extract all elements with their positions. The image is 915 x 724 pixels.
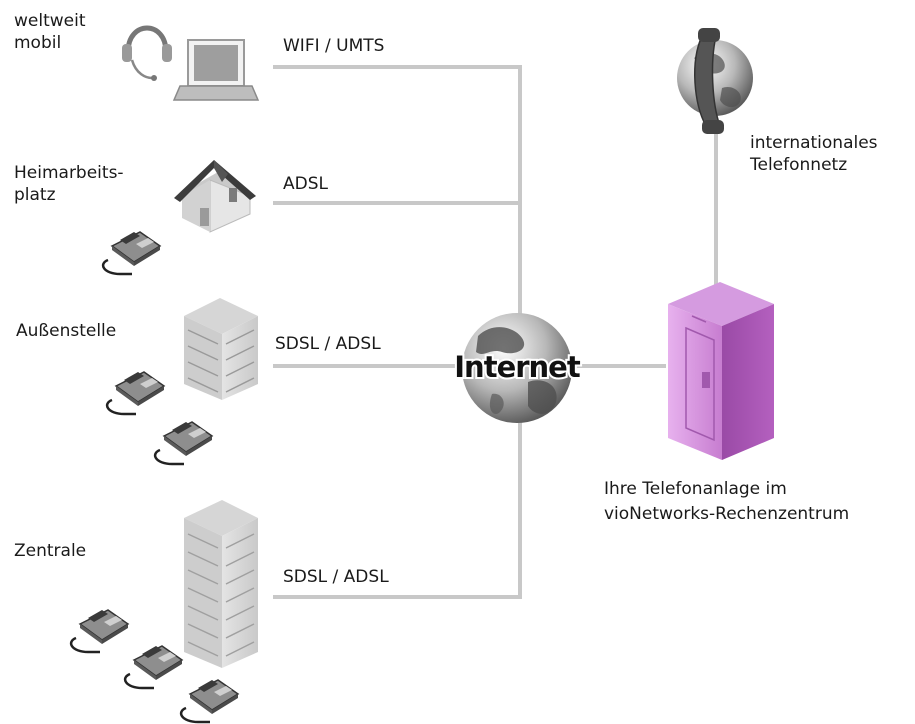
- site-label-home-line1: Heimarbeits-: [14, 163, 124, 183]
- pbx-server-icon: [668, 282, 774, 460]
- site-label-mobile: weltweit mobil: [14, 10, 86, 54]
- line-mobile: [273, 65, 522, 330]
- connection-label-home: ADSL: [283, 174, 328, 194]
- internet-globe-icon: [462, 313, 572, 423]
- pstn-label-line2: Telefonnetz: [750, 155, 848, 175]
- pbx-caption-line2: vioNetworks-Rechenzentrum: [604, 504, 850, 524]
- branch-building-icon: [184, 298, 258, 400]
- line-hq: [273, 418, 522, 599]
- pstn-label-line1: internationales: [750, 133, 878, 153]
- desk-phone-icon: [179, 678, 240, 724]
- site-label-branch: Außenstelle: [16, 321, 117, 341]
- site-label-home-line2: platz: [14, 185, 56, 205]
- connection-label-hq: SDSL / ADSL: [283, 567, 389, 587]
- pbx-caption-line1: Ihre Telefonanlage im: [604, 479, 787, 499]
- connection-label-mobile: WIFI / UMTS: [283, 36, 385, 56]
- site-label-mobile-line2: mobil: [14, 33, 62, 53]
- desk-phone-icon: [105, 370, 166, 416]
- desk-phone-icon: [101, 230, 162, 276]
- headset-icon: [122, 25, 172, 81]
- internet-label: Internet: [454, 350, 581, 384]
- house-icon: [174, 160, 256, 233]
- laptop-icon: [172, 39, 260, 101]
- desk-phone-icon: [153, 420, 214, 466]
- desk-phone-icon: [123, 644, 184, 690]
- desk-phone-icon: [69, 608, 130, 654]
- pbx-caption: Ihre Telefonanlage im vioNetworks-Rechen…: [604, 477, 849, 527]
- site-label-hq: Zentrale: [14, 541, 87, 561]
- hq-building-icon: [184, 500, 258, 668]
- site-label-home: Heimarbeits- platz: [14, 162, 124, 206]
- pstn-label: internationales Telefonnetz: [750, 132, 878, 176]
- connection-label-branch: SDSL / ADSL: [275, 334, 381, 354]
- connection-lines: [273, 65, 718, 599]
- telephone-network-globe-icon: [677, 28, 753, 134]
- site-label-mobile-line1: weltweit: [14, 11, 86, 31]
